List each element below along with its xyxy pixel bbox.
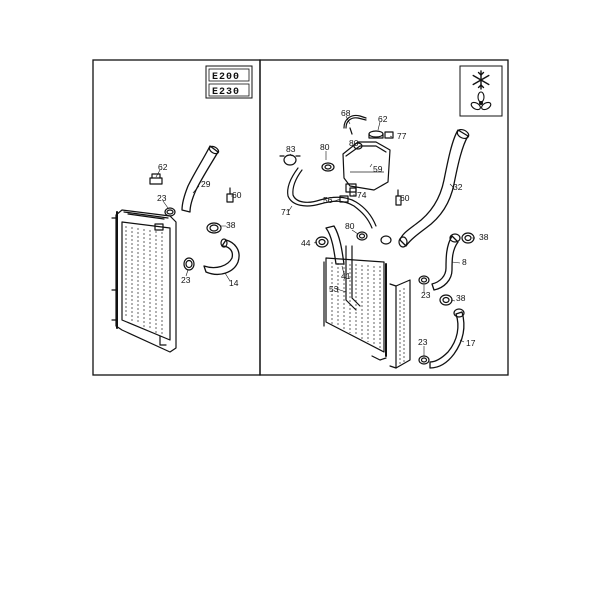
clamp-38-left	[206, 222, 222, 234]
label-60-right: 60	[400, 193, 410, 203]
label-68: 68	[341, 108, 351, 118]
label-77: 77	[397, 131, 407, 141]
label-29: 29	[201, 179, 211, 189]
label-17: 17	[466, 338, 476, 348]
label-38-right-a: 38	[479, 232, 489, 242]
clamp-23-right-b	[418, 355, 430, 365]
label-83: 83	[286, 144, 296, 154]
label-23-right-b: 23	[418, 337, 428, 347]
clamp-23-left-b	[183, 257, 195, 271]
label-23-left-a: 23	[157, 193, 167, 203]
expansion-tank-59	[342, 141, 391, 193]
label-71: 71	[281, 207, 291, 217]
cap-62-right	[368, 130, 384, 139]
label-62-left: 62	[158, 162, 168, 172]
label-23-right-a: 23	[421, 290, 431, 300]
clamp-23-right-a	[418, 275, 430, 285]
label-41: 41	[341, 271, 351, 281]
clamp-80-upper	[321, 162, 335, 172]
hose-68	[345, 117, 367, 135]
label-59: 59	[373, 164, 383, 174]
radiator-right	[323, 257, 387, 361]
sensor-60-left	[226, 187, 234, 203]
hose-8	[431, 235, 459, 291]
pipe-53	[345, 245, 361, 311]
label-80-upper: 80	[320, 142, 330, 152]
hose-14	[203, 239, 240, 276]
radiator-left	[111, 209, 177, 353]
label-44: 44	[301, 238, 311, 248]
clamp-right-small	[380, 235, 392, 245]
hose-17	[429, 311, 465, 369]
label-62-right: 62	[378, 114, 388, 124]
label-80-top: 80	[349, 138, 359, 148]
label-23-left-b: 23	[181, 275, 191, 285]
clamp-23-left-a	[164, 207, 176, 217]
label-60-left: 60	[232, 190, 242, 200]
clamp-62-left	[149, 173, 163, 185]
label-14: 14	[229, 278, 239, 288]
clamp-83	[279, 154, 301, 166]
label-80-mid: 80	[345, 221, 355, 231]
variant-badge: E200 E230	[205, 65, 253, 99]
sensor-60-right	[395, 189, 402, 206]
fan-icon	[470, 91, 492, 111]
label-8: 8	[462, 257, 467, 267]
variant-e230: E230	[212, 87, 240, 98]
label-53: 53	[329, 284, 339, 294]
condenser-panel	[389, 279, 411, 369]
hose-29	[181, 145, 219, 213]
right-panel-frame	[259, 59, 509, 376]
label-38-right-b: 38	[456, 293, 466, 303]
clamp-44	[315, 236, 329, 248]
snowflake-icon	[472, 70, 490, 90]
label-56: 56	[323, 195, 333, 205]
fitting-77	[384, 131, 394, 139]
label-38-left: 38	[226, 220, 236, 230]
label-32: 32	[453, 182, 463, 192]
hose-71	[287, 167, 373, 229]
label-74: 74	[357, 190, 367, 200]
variant-e200: E200	[212, 72, 240, 83]
clamp-38-right-b	[439, 294, 453, 306]
clamp-80-mid	[356, 231, 368, 241]
fitting-74	[349, 187, 357, 197]
climate-icon-box	[459, 65, 503, 117]
